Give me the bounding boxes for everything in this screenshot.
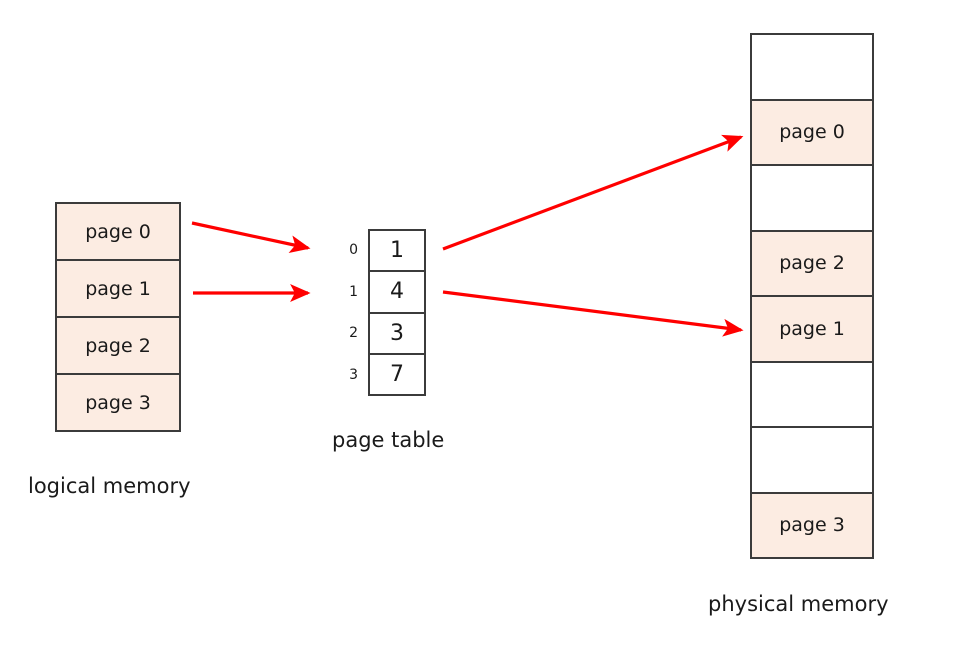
page-table-entry-2-value: 3 [390,320,404,346]
logical-memory-cell-1-label: page 1 [85,277,151,300]
page-table-entry-2: 3 [370,313,424,355]
page-table-entry-0: 1 [370,231,424,273]
page-table-index-2: 2 [349,325,358,342]
pagetable-entry0-to-frame1 [442,134,744,251]
page-table-entry-3: 7 [370,354,424,394]
physical-memory-frame-1: page 0 [752,100,872,166]
physical-memory-frame-7: page 3 [752,493,872,557]
page-table-index-0: 0 [349,241,358,258]
physical-memory-caption: physical memory [708,592,889,616]
page-table-caption: page table [332,428,445,452]
page-table-index-column: 0 1 2 3 [326,229,362,396]
physical-memory-frame-0 [752,35,872,101]
logical-memory-cell-2: page 2 [57,318,179,375]
physical-memory-frame-3: page 2 [752,231,872,297]
physical-memory-frame-1-label: page 0 [779,121,845,144]
logical-memory-table: page 0 page 1 page 2 page 3 [55,202,181,432]
logical-memory-cell-2-label: page 2 [85,334,151,357]
page-table-entry-0-value: 1 [390,238,404,264]
logical-memory-caption: logical memory [28,474,191,498]
physical-memory-frame-5 [752,362,872,428]
pagetable-entry1-to-frame4 [442,290,744,337]
page-table-entry-1-value: 4 [390,279,404,305]
logical-memory-cell-0-label: page 0 [85,220,151,243]
logical-page0-to-pagetable-entry0 [191,221,311,253]
physical-memory-frame-2 [752,166,872,232]
physical-memory-frame-4-label: page 1 [779,317,845,340]
page-table-entry-3-value: 7 [390,361,404,387]
logical-memory-cell-3-label: page 3 [85,391,151,414]
page-table-index-1: 1 [349,283,358,300]
logical-memory-cell-1: page 1 [57,261,179,318]
page-table-index-3: 3 [349,367,358,384]
page-table: 1 4 3 7 [368,229,426,396]
logical-memory-cell-0: page 0 [57,204,179,261]
page-table-entry-1: 4 [370,272,424,314]
physical-memory-frame-4: page 1 [752,297,872,363]
physical-memory-table: page 0 page 2 page 1 page 3 [750,33,874,559]
physical-memory-frame-6 [752,428,872,494]
logical-memory-cell-3: page 3 [57,375,179,430]
physical-memory-frame-3-label: page 2 [779,252,845,275]
physical-memory-frame-7-label: page 3 [779,514,845,537]
